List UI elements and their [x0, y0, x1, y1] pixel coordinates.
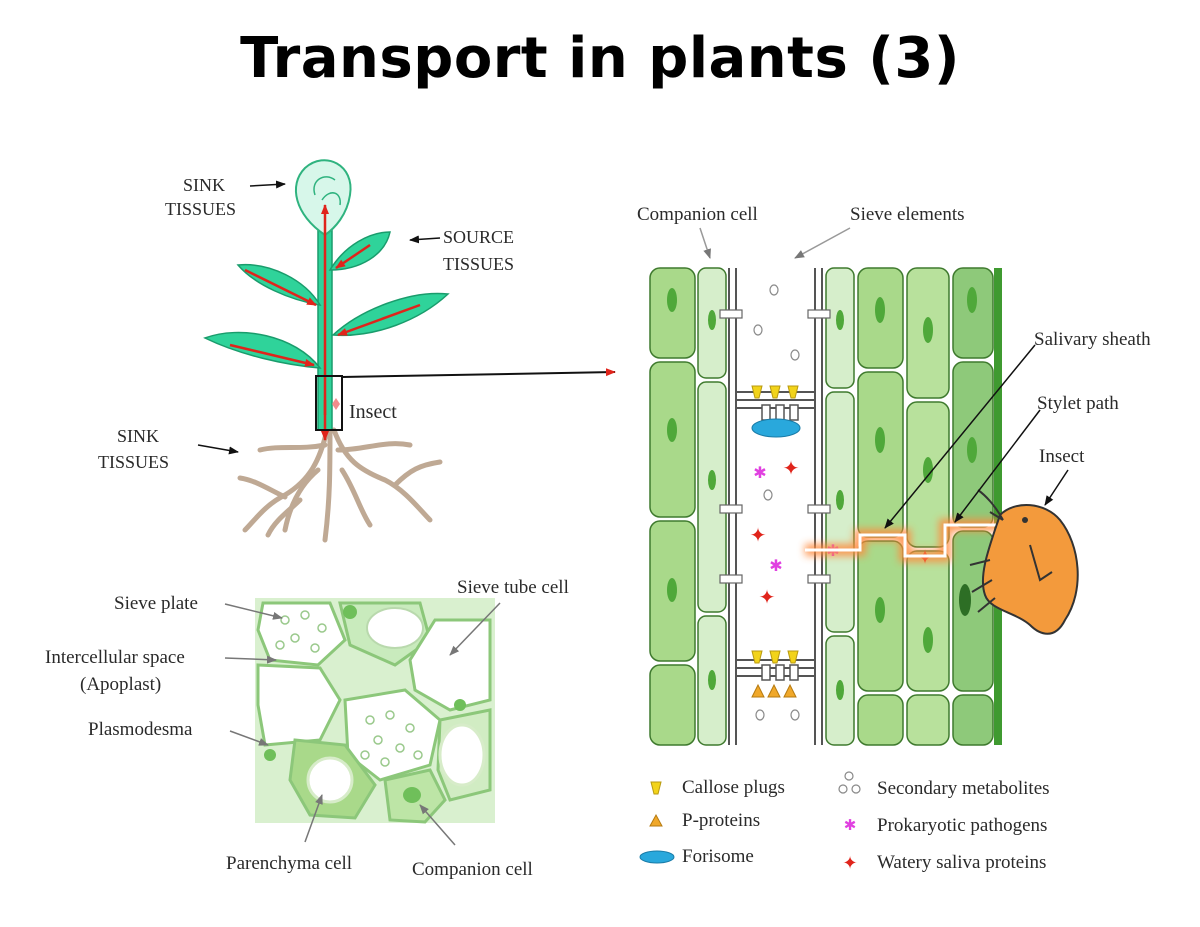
- intercellular-label-2: (Apoplast): [80, 674, 161, 695]
- sieve-tube-cell: [408, 618, 492, 712]
- leaf-right-middle: [331, 292, 450, 337]
- plant-roots: [237, 427, 443, 543]
- svg-text:✦: ✦: [759, 585, 776, 609]
- phloem-insect-label: Insect: [1039, 446, 1085, 467]
- zoom-arrow: [341, 368, 616, 378]
- sink-bottom-label-1: SINK: [117, 426, 159, 446]
- svg-text:✱: ✱: [753, 463, 766, 482]
- source-label-1: SOURCE: [443, 227, 514, 247]
- salivary-sheath-label: Salivary sheath: [1034, 329, 1151, 350]
- flow-arrows: [229, 204, 421, 441]
- svg-text:✱: ✱: [844, 816, 857, 834]
- companion-cell-label-bottom: Companion cell: [412, 859, 533, 880]
- phloem-cross-section: Sieve plate Sieve tube cell Intercellula…: [45, 577, 569, 880]
- sink-top-label-2: TISSUES: [165, 199, 236, 219]
- page-title: Transport in plants (3): [240, 26, 960, 91]
- plant-insect-label: Insect: [349, 401, 397, 423]
- source-label-2: TISSUES: [443, 254, 514, 274]
- svg-text:✱: ✱: [769, 556, 782, 575]
- plasmodesma-label: Plasmodesma: [88, 719, 193, 740]
- legend-prokaryotic: Prokaryotic pathogens: [877, 815, 1047, 836]
- svg-text:✦: ✦: [842, 853, 857, 874]
- legend-secondary: Secondary metabolites: [877, 778, 1050, 799]
- legend: Callose plugs P-proteins Forisome Second…: [639, 771, 1050, 874]
- sieve-plate-label: Sieve plate: [114, 593, 198, 614]
- insect-box: [315, 375, 343, 431]
- legend-p-proteins: P-proteins: [682, 810, 760, 831]
- sink-top-label-1: SINK: [183, 175, 225, 195]
- svg-text:✦: ✦: [783, 456, 800, 480]
- legend-saliva: Watery saliva proteins: [877, 852, 1046, 873]
- phloem-longitudinal: ✱ ✱ ✱ ✦ ✦ ✦ ✦ Companion cell Sieve eleme…: [637, 204, 1151, 746]
- companion-cell-label-top: Companion cell: [637, 204, 758, 225]
- stylet-path-label: Stylet path: [1037, 393, 1119, 414]
- aphid-insect: [969, 489, 1079, 635]
- parenchyma-label: Parenchyma cell: [226, 853, 352, 874]
- sieve-elements-label: Sieve elements: [850, 204, 965, 225]
- sieve-tube-cell-label: Sieve tube cell: [457, 577, 569, 598]
- legend-forisome: Forisome: [682, 846, 754, 867]
- leaf-left-upper: [236, 263, 322, 307]
- plant-illustration: Insect SINK TISSUES SOURCE TISSUES SINK …: [98, 159, 616, 543]
- legend-callose: Callose plugs: [682, 777, 785, 798]
- sink-bottom-label-2: TISSUES: [98, 452, 169, 472]
- intercellular-label-1: Intercellular space: [45, 647, 185, 668]
- svg-text:✦: ✦: [750, 523, 767, 547]
